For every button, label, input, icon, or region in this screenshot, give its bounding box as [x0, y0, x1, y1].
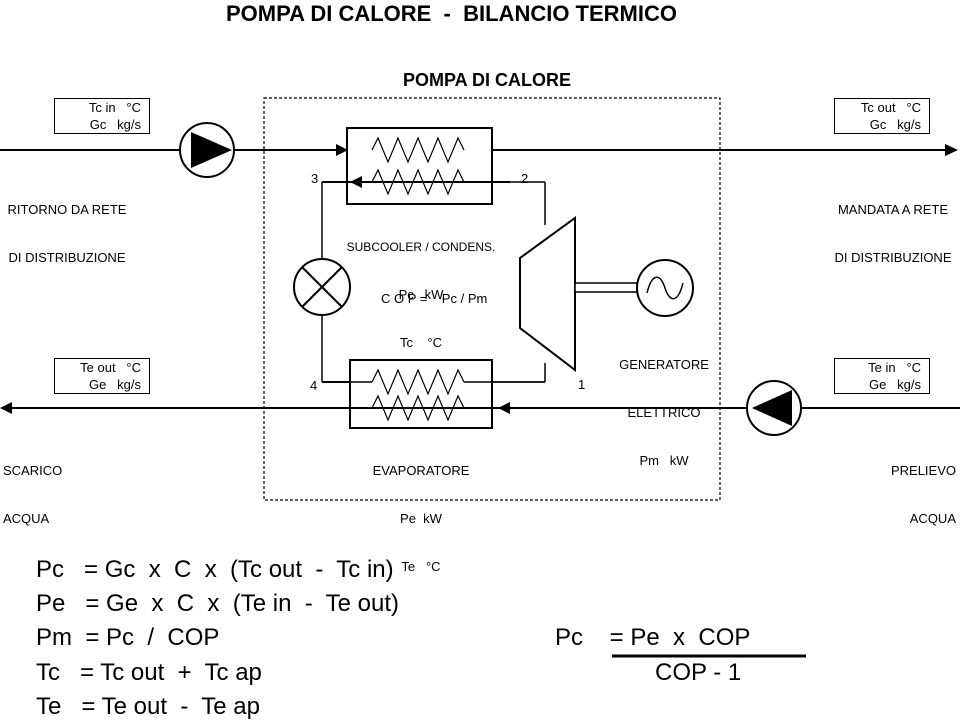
diagram-subtitle: POMPA DI CALORE [403, 70, 572, 90]
node-4: 4 [310, 378, 318, 393]
ritorno-label: RITORNO DA RETE DI DISTRIBUZIONE [7, 202, 127, 265]
ge-label: Ge kg/s [88, 377, 141, 392]
condenser-exchanger [346, 127, 493, 205]
tc-out-label: Tc out °C [860, 100, 921, 115]
box-evaporator-outlet: Te out °C Ge kg/s [54, 358, 150, 394]
formula-tc: Tc = Tc out + Tc ap [36, 659, 262, 686]
mandata-label: MANDATA A RETE DI DISTRIBUZIONE [834, 202, 952, 265]
te-in-label: Te in °C [868, 360, 921, 375]
arrow-into-evaporator [498, 402, 510, 414]
formula-te: Te = Te out - Te ap [36, 693, 260, 720]
node-1: 1 [578, 377, 586, 392]
generator-icon [636, 259, 694, 317]
arrow-into-condenser [336, 144, 348, 156]
cop-label: C O P = Pc / Pm [381, 291, 488, 306]
formula-pc: Pc = Gc x C x (Tc out - Tc in) [36, 556, 394, 583]
evaporator-label: EVAPORATORE Pe kW Te °C [372, 463, 470, 574]
condenser-label: SUBCOOLER / CONDENS. Pc kW Tc °C [346, 240, 496, 350]
generator-label: GENERATORE ELETTRICO Pm kW [619, 357, 709, 468]
arrow-left-scarico [0, 402, 12, 414]
evaporator-pump-icon [746, 380, 802, 436]
ge-label-in: Ge kg/s [868, 377, 921, 392]
page-title: POMPA DI CALORE - BILANCIO TERMICO [226, 1, 677, 26]
gc-label-out: Gc kg/s [869, 117, 921, 132]
formula-pc-cop-denominator: COP - 1 [655, 659, 742, 686]
node-2: 2 [521, 171, 529, 186]
compressor-icon [519, 216, 576, 373]
box-condenser-outlet: Tc out °C Gc kg/s [834, 98, 930, 134]
expansion-valve-icon [293, 258, 351, 316]
box-condenser-inlet: Tc in °C Gc kg/s [54, 98, 150, 134]
node-3: 3 [311, 171, 319, 186]
tc-in-label: Tc in °C [88, 100, 141, 115]
box-evaporator-inlet: Te in °C Ge kg/s [834, 358, 930, 394]
evaporator-exchanger [349, 359, 493, 429]
arrow-right-mandata [945, 144, 958, 156]
shaft [574, 282, 638, 293]
formula-pm: Pm = Pc / COP [36, 624, 220, 651]
gc-label: Gc kg/s [89, 117, 141, 132]
te-out-label: Te out °C [80, 360, 141, 375]
condenser-pump-icon [179, 122, 235, 178]
prelievo-label: PRELIEVO ACQUA [890, 463, 956, 526]
formula-pc-cop-numerator: Pc = Pe x COP [555, 624, 751, 651]
heat-pump-boundary [263, 97, 721, 501]
scarico-label: SCARICO ACQUA [3, 463, 63, 526]
formula-pe: Pe = Ge x C x (Te in - Te out) [36, 590, 400, 617]
arrow-refrigerant-left-condenser [350, 176, 362, 188]
